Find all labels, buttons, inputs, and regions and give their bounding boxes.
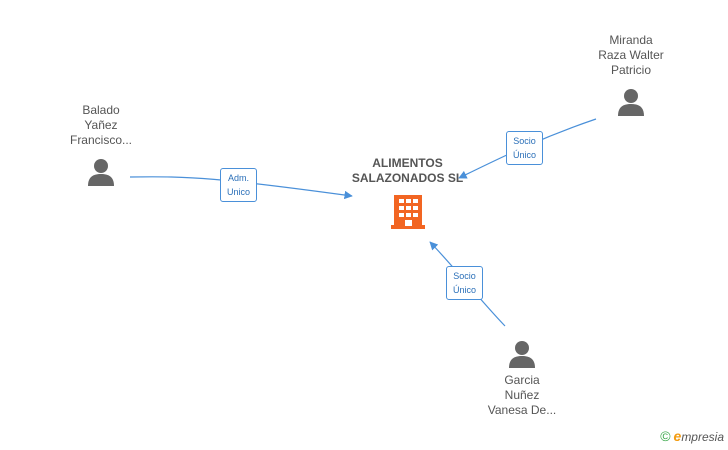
- relation-label-line2: Único: [513, 150, 537, 160]
- building-icon: [390, 195, 425, 229]
- person-name-line3: Vanesa De...: [487, 403, 557, 417]
- relation-badge-socio-unico-bottom[interactable]: Socio Único: [446, 266, 484, 300]
- person-name-line1: Miranda: [609, 33, 653, 47]
- relation-label-line1: Adm.: [228, 173, 250, 183]
- person-icon: [88, 159, 114, 186]
- person-name-line2: Yañez: [84, 118, 118, 132]
- person-name-line1: Balado: [82, 103, 120, 117]
- person-node-miranda[interactable]: Miranda Raza Walter Patricio: [586, 33, 676, 117]
- relation-badge-adm-unico[interactable]: Adm. Unico: [220, 168, 258, 202]
- copyright-icon: ©: [660, 428, 671, 444]
- brand-logo: empresia: [673, 428, 724, 444]
- person-icon: [618, 89, 644, 116]
- person-name-line3: Patricio: [610, 63, 651, 77]
- company-node[interactable]: ALIMENTOS SALAZONADOS SL: [340, 156, 475, 230]
- relation-label-line1: Socio: [513, 136, 536, 146]
- person-name-line1: Garcia: [504, 373, 540, 387]
- person-icon: [509, 341, 535, 368]
- empresia-watermark: ©empresia: [660, 428, 724, 444]
- person-node-garcia[interactable]: Garcia Nuñez Vanesa De...: [477, 339, 567, 418]
- relation-badge-socio-unico-top[interactable]: Socio Único: [506, 131, 544, 165]
- relation-label-line1: Socio: [453, 271, 476, 281]
- person-node-balado[interactable]: Balado Yañez Francisco...: [56, 103, 146, 187]
- person-name-line2: Raza Walter: [598, 48, 664, 62]
- company-name-line2: SALAZONADOS SL: [351, 171, 464, 185]
- relation-label-line2: Unico: [227, 187, 251, 197]
- company-name-line1: ALIMENTOS: [372, 156, 443, 170]
- relation-label-line2: Único: [453, 285, 477, 295]
- person-name-line2: Nuñez: [504, 388, 540, 402]
- person-name-line3: Francisco...: [69, 133, 132, 147]
- edge-adm-unico: [129, 176, 353, 200]
